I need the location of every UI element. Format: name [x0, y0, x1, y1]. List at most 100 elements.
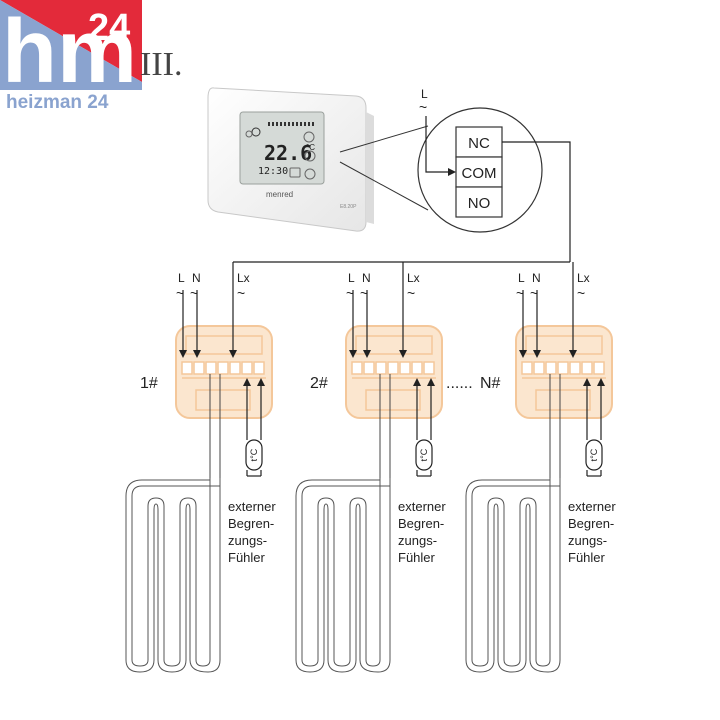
lcd-time: 12:30	[258, 166, 288, 177]
unit-L-ac: ~	[176, 285, 184, 301]
down-button-icon	[304, 150, 316, 162]
module-terminal	[351, 361, 363, 375]
logo-letters: hm	[2, 2, 137, 102]
module-terminal	[533, 361, 545, 375]
heating-cable-outer	[295, 478, 391, 673]
unit-Lx-label: Lx	[237, 271, 250, 285]
up-button-icon	[303, 131, 315, 143]
sensor-description-line: Begren-	[568, 516, 614, 531]
sensor-description-line: externer	[228, 499, 276, 514]
sensor-icon	[415, 439, 433, 471]
module-top-strip	[185, 335, 263, 355]
module-bottom-strip	[535, 389, 591, 411]
unit-Lx-ac: ~	[407, 285, 415, 301]
sensor-icon	[585, 439, 603, 471]
relay-com-label: COM	[462, 165, 497, 182]
sensor-label: t°C	[249, 448, 259, 461]
sensor-description-line: externer	[568, 499, 616, 514]
unit-L-label: L	[348, 271, 355, 285]
relay-no-label: NO	[468, 195, 491, 212]
lcd-bar-graph	[268, 122, 314, 126]
menu-button-icon	[289, 167, 301, 178]
module-terminal	[399, 361, 411, 375]
zoom-line-top	[339, 125, 429, 153]
logo-graphic: hm 24 heizman 24	[0, 0, 142, 114]
unit-N-ac: ~	[190, 285, 198, 301]
heating-cable-outer	[465, 478, 561, 673]
ellipsis: ......	[446, 375, 473, 392]
module-bottom-strip	[195, 389, 251, 411]
module-terminal	[387, 361, 399, 375]
relay-nc-label: NC	[468, 135, 490, 152]
unit-N-label: N	[192, 271, 201, 285]
sensor-description-line: zungs-	[398, 533, 437, 548]
module-top-strip	[355, 335, 433, 355]
relay-output-wire	[502, 141, 571, 262]
lcd-temperature: 22.6	[264, 141, 312, 165]
module-terminal	[411, 361, 423, 375]
lcd-unit: °C	[306, 143, 315, 152]
logo-number: 24	[88, 7, 130, 49]
module-terminal	[569, 361, 581, 375]
relay-supply-wire	[425, 116, 456, 176]
module-bottom-strip	[365, 389, 421, 411]
unit-L-ac: ~	[516, 285, 524, 301]
relay-no-box	[455, 186, 503, 218]
module-terminal	[193, 361, 205, 375]
module-terminal	[181, 361, 193, 375]
module-terminal	[423, 361, 435, 375]
unit-L-label: L	[178, 271, 185, 285]
button-left-icon	[245, 130, 253, 138]
module-terminal	[205, 361, 217, 375]
sensor-description-line: Fühler	[398, 550, 436, 565]
relay-com-box	[455, 156, 503, 188]
relay-supply-symbol: ~	[419, 99, 427, 115]
unit-Lx-label: Lx	[407, 271, 420, 285]
sensor-description-line: zungs-	[228, 533, 267, 548]
unit-N-label: N	[362, 271, 371, 285]
module-terminal	[545, 361, 557, 375]
unit-Lx-label: Lx	[577, 271, 590, 285]
unit-Lx-ac: ~	[577, 285, 585, 301]
module-terminal	[557, 361, 569, 375]
heating-cable-outer	[125, 478, 221, 673]
power-button-icon	[304, 168, 316, 180]
logo-caption: heizman 24	[6, 92, 109, 113]
sensor-description-line: externer	[398, 499, 446, 514]
sensor-label: t°C	[589, 448, 599, 461]
sensor-label: t°C	[419, 448, 429, 461]
unit-label: 2#	[310, 375, 328, 392]
thermostat-side	[366, 112, 374, 224]
thermostat-lcd	[239, 111, 325, 185]
module-terminal	[253, 361, 265, 375]
module-terminal	[593, 361, 605, 375]
sensor-icon	[245, 439, 263, 471]
thermostat: 22.6 °C 12:30 menred E8.20P	[207, 87, 374, 232]
sensor-description-line: zungs-	[568, 533, 607, 548]
module-terminal	[229, 361, 241, 375]
logo-blue-field	[0, 0, 142, 90]
module-terminal	[241, 361, 253, 375]
module-terminal	[375, 361, 387, 375]
sensor-description-line: Begren-	[228, 516, 274, 531]
clock-icon	[251, 127, 261, 137]
unit-L-ac: ~	[346, 285, 354, 301]
sensor-description-line: Begren-	[398, 516, 444, 531]
unit-label: 1#	[140, 375, 158, 392]
logo-caption-bar	[0, 90, 142, 114]
module-top-strip	[525, 335, 603, 355]
module-terminal	[521, 361, 533, 375]
heizman-logo: hm 24 heizman 24	[0, 0, 142, 114]
unit-L-label: L	[518, 271, 525, 285]
unit-N-ac: ~	[530, 285, 538, 301]
unit-Lx-ac: ~	[237, 285, 245, 301]
heating-cable-inner	[301, 478, 391, 667]
unit-label: N#	[480, 375, 501, 392]
module-terminal	[217, 361, 229, 375]
figure-number: III.	[140, 46, 183, 83]
unit-N-label: N	[532, 271, 541, 285]
